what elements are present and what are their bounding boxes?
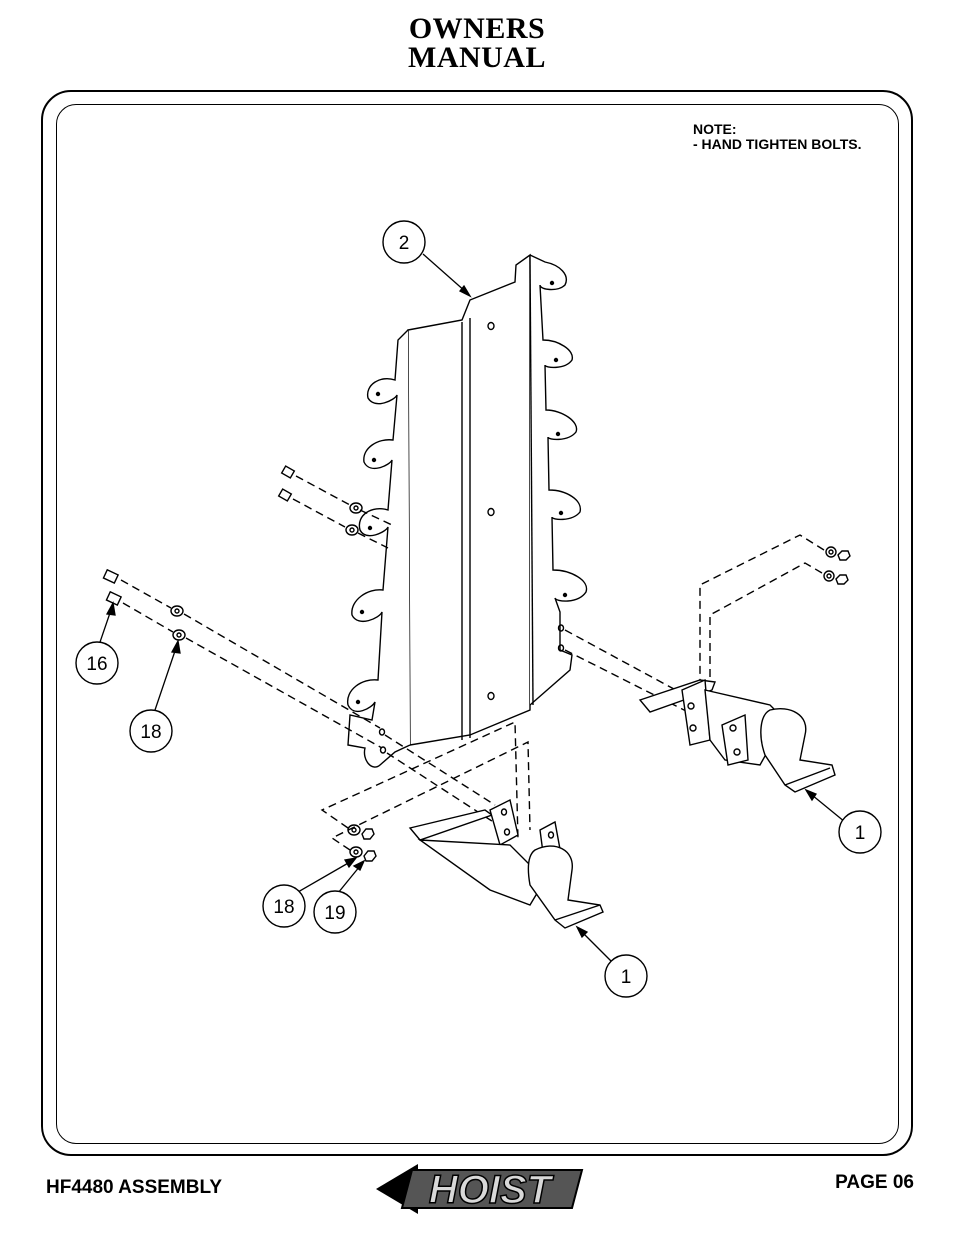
svg-text:2: 2 (399, 233, 410, 254)
inner-frame (56, 104, 899, 1144)
svg-text:19: 19 (324, 903, 345, 924)
note-item: - HAND TIGHTEN BOLTS. (693, 136, 862, 152)
upright-rack (347, 253, 588, 768)
bolt-group-upper (277, 465, 363, 536)
svg-text:16: 16 (86, 654, 107, 675)
assembly-note: NOTE: - HAND TIGHTEN BOLTS. (693, 122, 862, 152)
hoist-logo: HOIST (376, 1164, 584, 1214)
title-line-1: OWNERS (408, 12, 546, 45)
foot-right (638, 678, 836, 793)
svg-text:18: 18 (140, 722, 161, 743)
callout-1-right: 1 (838, 810, 882, 854)
callout-18-lower: 18 (262, 884, 306, 928)
nut-group-right (823, 546, 851, 585)
foot-lower (408, 798, 604, 929)
note-heading: NOTE: (693, 121, 737, 137)
svg-text:HOIST: HOIST (429, 1168, 555, 1212)
svg-text:1: 1 (855, 823, 866, 844)
svg-text:18: 18 (273, 897, 294, 918)
footer-model: HF4480 ASSEMBLY (46, 1177, 222, 1198)
svg-text:1: 1 (621, 967, 632, 988)
nut-group-lower (347, 824, 377, 862)
callout-19: 19 (313, 890, 357, 934)
callout-1-lower: 1 (604, 954, 648, 998)
bolt-group-left (102, 568, 186, 641)
leader-lines (98, 253, 846, 963)
title-line-2: MANUAL (408, 41, 546, 74)
callout-2: 2 (382, 220, 426, 264)
callout-18-left: 18 (129, 709, 173, 753)
footer-page: PAGE 06 (835, 1172, 914, 1193)
page-title: OWNERS MANUAL (0, 12, 954, 74)
outer-frame (41, 90, 913, 1156)
callout-16: 16 (75, 641, 119, 685)
